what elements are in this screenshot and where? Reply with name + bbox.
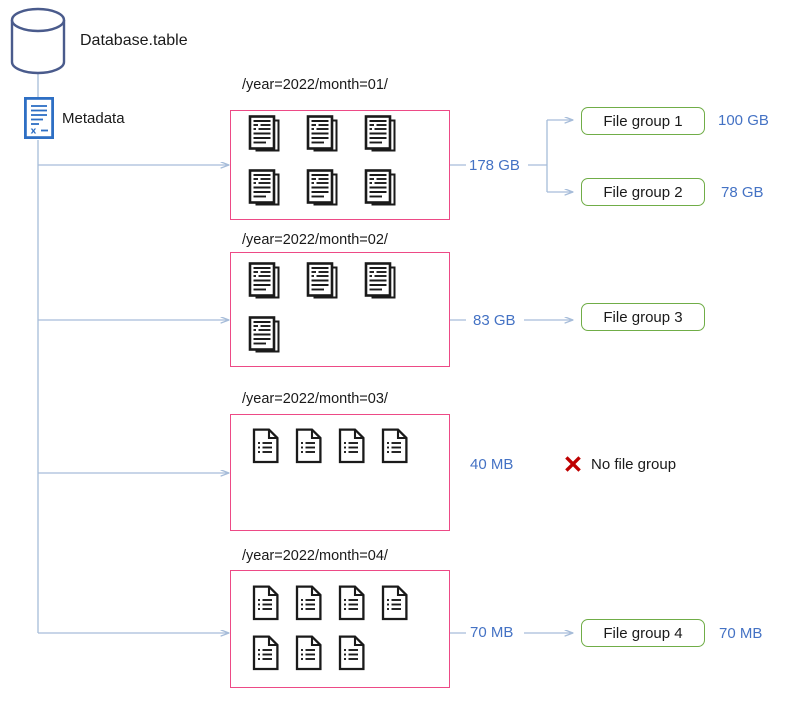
stacked-documents-icon	[248, 262, 280, 299]
partition-path-2: /year=2022/month=02/	[242, 232, 388, 248]
metadata-row: x Metadata	[24, 97, 125, 139]
file-group-box-3[interactable]: File group 3	[581, 303, 705, 331]
stacked-documents-icon	[306, 262, 338, 299]
partition-size-3: 40 MB	[470, 456, 514, 473]
partition-files-2	[248, 262, 438, 362]
single-file-icon	[295, 635, 322, 671]
file-icon-row	[248, 262, 438, 302]
stacked-documents-icon	[364, 262, 396, 299]
partition-size-1: 178 GB	[469, 157, 520, 174]
stacked-documents-icon	[248, 316, 280, 353]
single-file-icon	[252, 585, 279, 621]
file-group-label-3: File group 3	[603, 308, 683, 326]
metadata-label: Metadata	[62, 109, 125, 127]
stacked-documents-icon	[248, 115, 280, 152]
no-file-group-note: No file group	[564, 455, 676, 473]
partition-size-4: 70 MB	[470, 624, 514, 641]
file-icon-row	[252, 428, 442, 464]
single-file-icon	[338, 635, 365, 671]
single-file-icon	[295, 585, 322, 621]
stacked-documents-icon	[306, 115, 338, 152]
single-file-icon	[338, 585, 365, 621]
file-group-size-1: 100 GB	[718, 112, 769, 129]
file-icon-row	[248, 316, 438, 356]
database-cylinder-icon	[10, 7, 66, 75]
single-file-icon	[252, 428, 279, 464]
red-x-icon	[565, 456, 581, 472]
file-group-label-1: File group 1	[603, 112, 683, 130]
no-file-group-label: No file group	[591, 455, 677, 473]
file-group-box-4[interactable]: File group 4	[581, 619, 705, 647]
file-group-size-4: 70 MB	[719, 625, 763, 642]
file-icon-row	[252, 585, 442, 621]
stacked-documents-icon	[306, 169, 338, 206]
file-icon-row	[248, 115, 438, 155]
svg-text:x: x	[31, 127, 37, 137]
file-group-label-4: File group 4	[603, 624, 683, 642]
single-file-icon	[295, 428, 322, 464]
partition-path-1: /year=2022/month=01/	[242, 77, 388, 93]
file-group-size-2: 78 GB	[721, 184, 764, 201]
partition-files-3	[252, 428, 442, 488]
single-file-icon	[381, 585, 408, 621]
stacked-documents-icon	[364, 115, 396, 152]
partition-files-1	[248, 115, 438, 215]
partition-size-2: 83 GB	[473, 312, 516, 329]
partition-path-3: /year=2022/month=03/	[242, 391, 388, 407]
partition-path-4: /year=2022/month=04/	[242, 548, 388, 564]
single-file-icon	[381, 428, 408, 464]
file-group-box-1[interactable]: File group 1	[581, 107, 705, 135]
stacked-documents-icon	[364, 169, 396, 206]
single-file-icon	[252, 635, 279, 671]
file-group-label-2: File group 2	[603, 183, 683, 201]
file-group-box-2[interactable]: File group 2	[581, 178, 705, 206]
file-icon-row	[252, 635, 442, 671]
file-icon-row	[248, 169, 438, 209]
database-label: Database.table	[80, 32, 188, 49]
partition-files-4	[252, 585, 442, 685]
stacked-documents-icon	[248, 169, 280, 206]
single-file-icon	[338, 428, 365, 464]
metadata-document-icon: x	[24, 97, 54, 139]
